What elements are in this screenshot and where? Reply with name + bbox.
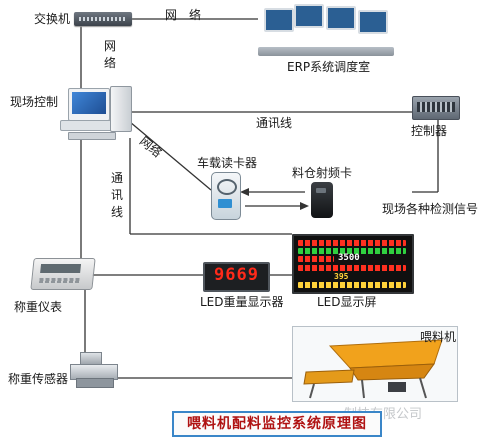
pc-label: 现场控制 (10, 95, 59, 109)
weighing-indicator-device (30, 258, 96, 290)
pc-monitor (68, 88, 110, 121)
erp-computers (258, 2, 394, 58)
indicator-label: 称重仪表 (14, 300, 63, 314)
erp-label: ERP系统调度室 (287, 60, 371, 74)
network-top-label: 网 络 (165, 8, 202, 22)
led-screen-bottom-value: 395 (334, 272, 349, 281)
signals-label: 现场各种检测信号 (382, 202, 479, 216)
led-screen-label: LED显示屏 (317, 295, 377, 309)
controller-device (412, 96, 460, 120)
rf-card-label: 料仓射频卡 (292, 166, 353, 180)
diagram-title: 喂料机配料监控系统原理图 (172, 411, 382, 437)
led-weight-label: LED重量显示器 (200, 295, 284, 309)
load-cell-label: 称重传感器 (8, 372, 69, 386)
controller-label: 控制器 (411, 124, 448, 138)
pc-tower (110, 86, 132, 132)
network-switch (74, 12, 132, 26)
led-weight-display: 9669 (203, 262, 270, 292)
comm-top-label: 通讯线 (256, 116, 293, 130)
load-cell-device (70, 352, 118, 388)
comm-vertical-label: 通讯线 (110, 171, 123, 219)
feeder-machine (292, 326, 458, 402)
feeder-label: 喂料机 (420, 330, 457, 344)
switch-label: 交换机 (34, 12, 71, 26)
rf-card-device (311, 182, 333, 218)
card-reader-device (211, 172, 241, 220)
reader-label: 车载读卡器 (197, 156, 258, 170)
pc-base (60, 120, 116, 131)
led-screen: 3500 395 (292, 234, 414, 294)
network-vertical-label: 网络 (103, 39, 116, 70)
pc-keyboard (68, 132, 116, 140)
led-screen-value: 3500 (338, 253, 360, 263)
